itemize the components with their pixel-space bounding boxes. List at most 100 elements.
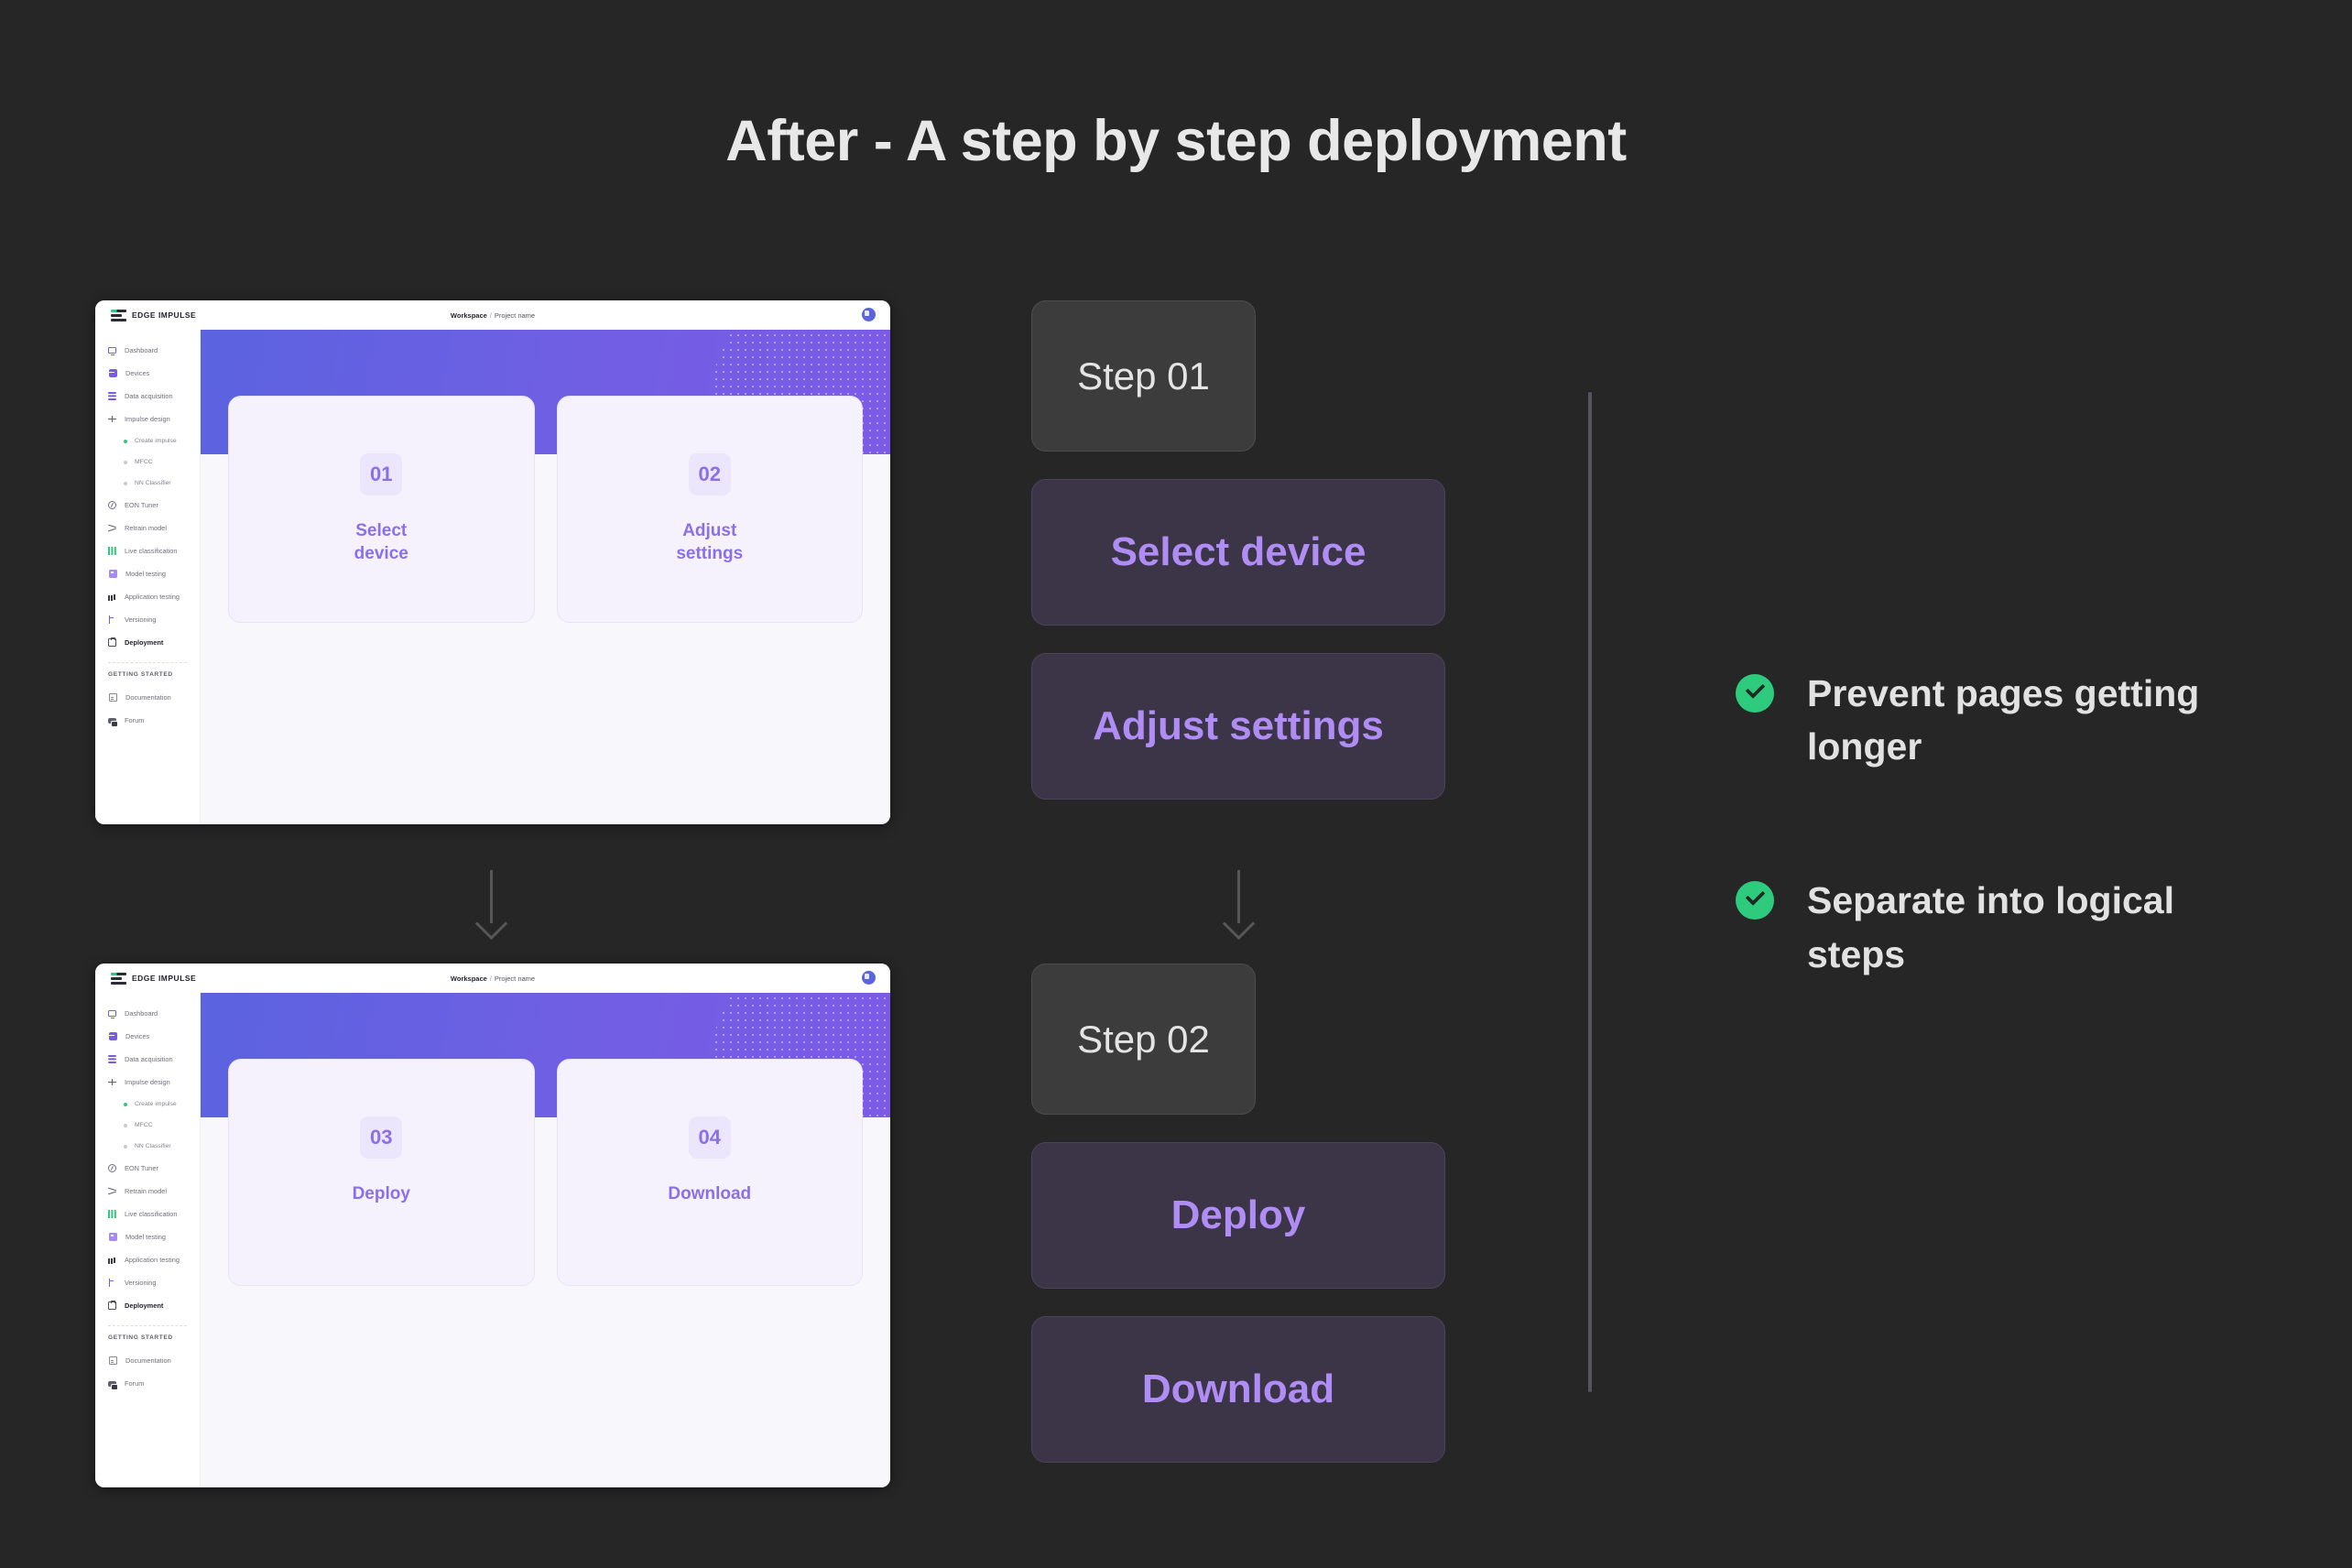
sidebar-item-versioning[interactable]: Versioning xyxy=(95,608,200,631)
doc-icon xyxy=(109,693,117,702)
avatar[interactable] xyxy=(862,308,876,321)
benefit-item: Separate into logical steps xyxy=(1736,874,2249,980)
device-icon xyxy=(109,1032,117,1040)
step-card[interactable]: 04 Download xyxy=(556,1059,863,1286)
sidebar-section-caption: GETTING STARTED xyxy=(108,671,173,678)
sidebar-item-label: Data acquisition xyxy=(125,392,173,400)
sidebar-item-retrain-model[interactable]: Retrain model xyxy=(95,1180,200,1203)
sidebar-subitem-mfcc[interactable]: MFCC xyxy=(95,1115,200,1136)
status-dot-icon xyxy=(124,439,127,443)
sidebar-item-data-acquisition[interactable]: Data acquisition xyxy=(95,1048,200,1071)
sidebar-item-dashboard[interactable]: Dashboard xyxy=(95,1002,200,1025)
sidebar-item-eon-tuner[interactable]: EON Tuner xyxy=(95,1157,200,1180)
classify-icon xyxy=(108,1210,116,1218)
sidebar-item-documentation[interactable]: Documentation xyxy=(95,686,200,709)
status-dot-icon xyxy=(124,481,127,485)
sidebar-item-data-acquisition[interactable]: Data acquisition xyxy=(95,385,200,408)
sidebar-item-label: Model testing xyxy=(125,1233,166,1241)
sidebar-item-versioning[interactable]: Versioning xyxy=(95,1271,200,1294)
sidebar-item-label: Impulse design xyxy=(125,415,170,423)
down-arrow-icon xyxy=(1222,870,1256,941)
edge-impulse-logo-icon xyxy=(111,972,126,985)
flow-box-adjust-settings[interactable]: Adjust settings xyxy=(1031,653,1445,800)
step-badge: Step 01 xyxy=(1031,300,1256,452)
sidebar-subitem-create-impulse[interactable]: Create impulse xyxy=(95,1094,200,1115)
sidebar-item-forum[interactable]: Forum xyxy=(95,709,200,732)
sidebar-item-label: Versioning xyxy=(125,1279,157,1287)
sidebar-item-label: Retrain model xyxy=(125,1187,168,1195)
breadcrumb-workspace[interactable]: Workspace xyxy=(450,974,487,983)
flask-icon xyxy=(109,570,117,578)
sidebar-subitem-mfcc[interactable]: MFCC xyxy=(95,452,200,473)
sidebar-item-impulse-design[interactable]: Impulse design xyxy=(95,1071,200,1094)
chat-icon xyxy=(108,1381,118,1389)
sidebar-item-label: Dashboard xyxy=(125,346,158,354)
flow-box-select-device[interactable]: Select device xyxy=(1031,479,1445,626)
sidebar-subitem-label: Create impulse xyxy=(135,1101,177,1107)
sidebar-item-devices[interactable]: Devices xyxy=(95,1025,200,1048)
step-badge: Step 02 xyxy=(1031,964,1256,1115)
sidebar-item-label: Deployment xyxy=(125,1301,164,1310)
sidebar-item-label: Live classification xyxy=(125,547,178,555)
ring-icon xyxy=(108,501,116,509)
sidebar-item-model-testing[interactable]: Model testing xyxy=(95,1225,200,1248)
avatar[interactable] xyxy=(862,971,876,985)
breadcrumb-workspace[interactable]: Workspace xyxy=(450,310,487,320)
sidebar-item-application-testing[interactable]: Application testing xyxy=(95,585,200,608)
sidebar-item-deployment[interactable]: Deployment xyxy=(95,631,200,654)
shuffle-icon xyxy=(108,524,116,532)
app-logo-text: EDGE IMPULSE xyxy=(132,974,197,983)
sidebar-item-retrain-model[interactable]: Retrain model xyxy=(95,517,200,539)
sidebar-subitem-nn-classifier[interactable]: NN Classifier xyxy=(95,1136,200,1157)
sidebar-subitem-label: MFCC xyxy=(135,459,153,465)
sidebar-item-impulse-design[interactable]: Impulse design xyxy=(95,408,200,430)
down-arrow-icon xyxy=(474,870,508,941)
flow-box-download[interactable]: Download xyxy=(1031,1316,1445,1463)
status-dot-icon xyxy=(124,1123,127,1127)
sidebar-item-model-testing[interactable]: Model testing xyxy=(95,562,200,585)
doc-icon xyxy=(109,1356,117,1365)
sidebar-item-label: Deployment xyxy=(125,638,164,647)
breadcrumb-project[interactable]: Project name xyxy=(494,974,536,983)
layers-icon xyxy=(108,1055,116,1063)
branch-icon xyxy=(108,1279,116,1287)
benefit-text: Separate into logical steps xyxy=(1807,879,2174,975)
browser-mockup-screen-two: EDGE IMPULSE Workspace/Project name Dash… xyxy=(95,964,890,1487)
sidebar-item-application-testing[interactable]: Application testing xyxy=(95,1248,200,1271)
sidebar-item-dashboard[interactable]: Dashboard xyxy=(95,339,200,362)
sidebar-item-label: Documentation xyxy=(125,693,171,702)
flow-box-deploy[interactable]: Deploy xyxy=(1031,1142,1445,1289)
sidebar-item-live-classification[interactable]: Live classification xyxy=(95,539,200,562)
pulse-icon xyxy=(108,1078,116,1086)
benefits-list: Prevent pages getting longer Separate in… xyxy=(1736,667,2249,1082)
sidebar-subitem-nn-classifier[interactable]: NN Classifier xyxy=(95,473,200,494)
sidebar-item-label: EON Tuner xyxy=(125,501,158,509)
app-logo: EDGE IMPULSE xyxy=(111,309,196,321)
sidebar-subitem-label: NN Classifier xyxy=(135,480,171,486)
mockup-body: Dashboard Devices Data acquisition Impul… xyxy=(95,993,890,1487)
breadcrumb-project[interactable]: Project name xyxy=(494,310,536,320)
sidebar-divider xyxy=(108,662,187,663)
step-card[interactable]: 03 Deploy xyxy=(228,1059,535,1286)
sidebar-item-devices[interactable]: Devices xyxy=(95,362,200,385)
classify-icon xyxy=(108,547,116,555)
sidebar-item-eon-tuner[interactable]: EON Tuner xyxy=(95,494,200,517)
monitor-icon xyxy=(108,347,116,355)
app-logo: EDGE IMPULSE xyxy=(111,972,197,985)
sidebar-item-forum[interactable]: Forum xyxy=(95,1372,200,1395)
card-label: Download xyxy=(668,1184,752,1203)
sidebar-subitem-label: MFCC xyxy=(135,1122,153,1128)
vertical-divider xyxy=(1588,392,1592,1392)
sidebar-item-label: Application testing xyxy=(125,593,180,601)
chat-icon xyxy=(108,718,118,726)
bars-icon xyxy=(108,1256,116,1264)
sidebar-item-deployment[interactable]: Deployment xyxy=(95,1294,200,1317)
branch-icon xyxy=(108,615,116,624)
sidebar-subitem-label: NN Classifier xyxy=(135,1143,171,1149)
sidebar-subitem-create-impulse[interactable]: Create impulse xyxy=(95,430,200,452)
sidebar-item-documentation[interactable]: Documentation xyxy=(95,1349,200,1372)
sidebar-item-live-classification[interactable]: Live classification xyxy=(95,1203,200,1225)
